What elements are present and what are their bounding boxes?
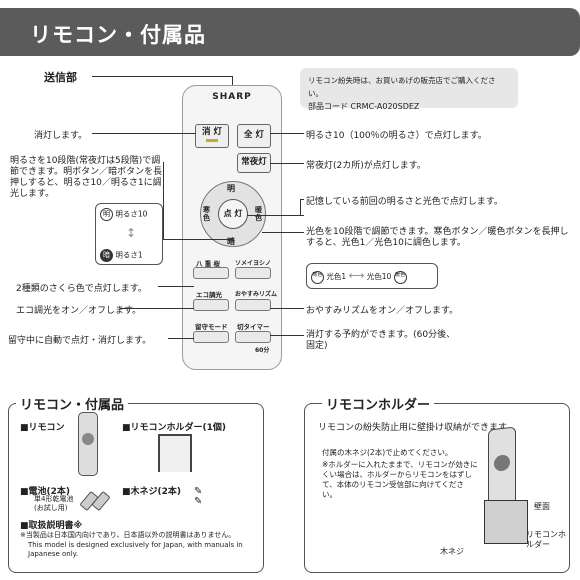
holder-section (304, 403, 570, 573)
off-timer-button[interactable] (235, 331, 271, 343)
eco-dimming-button[interactable] (193, 299, 229, 311)
callout-sakura: 2種類のさくら色で点灯します。 (16, 284, 147, 294)
warm-color-button[interactable]: 暖色 (255, 206, 262, 222)
screw-icon: ✎ (194, 496, 203, 507)
off-button[interactable]: 消 灯 (195, 124, 229, 148)
acc-screw-label: ■木ネジ(2本) (122, 487, 181, 497)
light-on-button[interactable]: 点 灯 (218, 199, 248, 229)
wall-label: 壁面 (534, 502, 550, 511)
sleep-rhythm-button[interactable] (235, 299, 271, 311)
cold-legend-text: 光色1 (326, 272, 347, 281)
acc-footnote-jp: ※当製品は日本国内向けであり、日本語以外の説明書はありません。 (20, 531, 236, 539)
holder-thumbnail-icon (158, 434, 192, 472)
bright-legend-icon: 明 (100, 208, 113, 221)
callout-memory: 記憶している前回の明るさと光色で点灯します。 (306, 197, 503, 207)
notice-line-2: 部品コード CRMC-A020SDEZ (308, 102, 420, 111)
screw-icon: ✎ (194, 486, 203, 497)
notice-line-1: リモコン紛失時は、お買いあげの販売店でご購入ください。 (308, 76, 496, 98)
holder-label: リモコンホルダー (526, 530, 566, 549)
callout-eco: エコ調光をオン／オフします。 (16, 306, 142, 316)
holder-title: リモコンホルダー (322, 394, 435, 413)
screw-label: 木ネジ (440, 547, 464, 556)
arrow-left-right-icon: ⟷ (348, 269, 365, 282)
dark-legend-text: 明るさ1 (115, 250, 143, 260)
accessories-section (8, 403, 264, 573)
acc-remote-label: ■リモコン (20, 423, 65, 433)
full-light-button[interactable]: 全 灯 (237, 124, 271, 148)
holder-note-2: ※ホルダーに入れたままで、リモコンが効きにくい場合は、ホルダーからリモコンをはず… (322, 460, 478, 499)
brand-logo: SHARP (212, 92, 252, 102)
remote-control: SHARP 消 灯 全 灯 常夜灯 明 暗 寒色 暖色 点 灯 八 重 桜 ソメ… (182, 85, 282, 370)
timer-sub-label: 60分 (255, 347, 270, 354)
callout-brightness: 明るさを10段階(常夜灯は5段階)で調節できます。明ボタン／暗ボタンを長押しする… (10, 156, 163, 199)
somei-yoshino-button[interactable] (235, 267, 271, 279)
acc-holder-label: ■リモコンホルダー(1個) (122, 423, 226, 433)
accessories-title: リモコン・付属品 (16, 394, 129, 413)
holder-illustration-icon (484, 500, 528, 544)
acc-battery-type: 単4形乾電池 (34, 495, 74, 503)
callout-off: 消灯します。 (34, 131, 88, 141)
rhythm-label: おやすみリズム (235, 291, 278, 298)
callout-full: 明るさ10（100％の明るさ）で点灯します。 (306, 131, 487, 141)
purchase-notice: リモコン紛失時は、お買いあげの販売店でご購入ください。 部品コード CRMC-A… (300, 68, 518, 111)
away-label: 留守モード (195, 323, 228, 331)
acc-battery-note: (お試し用) (34, 504, 68, 512)
cold-color-button[interactable]: 寒色 (203, 206, 210, 222)
cold-legend-icon: 寒色 (311, 270, 324, 284)
eco-label: エコ調光 (196, 291, 222, 299)
bright-legend-text: 明るさ10 (115, 209, 148, 219)
yae-sakura-button[interactable] (193, 267, 229, 279)
callout-color: 光色を10段階で調節できます。寒色ボタン／暖色ボタンを長押しすると、光色1／光色… (306, 227, 569, 248)
somei-label: ソメイヨシノ (235, 260, 272, 267)
brightness-legend: 明 明るさ10 ↕ 暗 明るさ1 (95, 203, 163, 265)
bright-button[interactable]: 明 (227, 184, 235, 193)
arrow-up-down-icon: ↕ (126, 226, 137, 240)
away-mode-button[interactable] (193, 331, 229, 343)
color-legend: 寒色 光色1 ⟷ 光色10 暖色 (306, 263, 438, 289)
dark-legend-icon: 暗 (100, 249, 113, 262)
remote-thumbnail-icon (78, 412, 98, 476)
dark-button[interactable]: 暗 (227, 237, 235, 246)
warm-legend-icon: 暖色 (393, 270, 407, 284)
holder-desc: リモコンの紛失防止用に壁掛け収納ができます。 (318, 423, 516, 433)
callout-away: 留守中に自動で点灯・消灯します。 (8, 336, 152, 346)
acc-footnote-en: This model is designed exclusively for J… (28, 541, 243, 558)
callout-rhythm: おやすみリズムをオン／オフします。 (306, 306, 459, 316)
transmitter-label: 送信部 (44, 71, 77, 84)
warm-legend-text: 光色10 (366, 272, 392, 281)
yae-label: 八 重 桜 (196, 260, 221, 268)
timer-label: 切タイマー (237, 323, 270, 331)
callout-night: 常夜灯(2カ所)が点灯します。 (306, 161, 426, 171)
callout-timer: 消灯する予約ができます。(60分後、固定) (306, 330, 456, 351)
holder-note-1: 付属の木ネジ(2本)で止めてください。 (322, 448, 453, 457)
acc-manual-label: ■取扱説明書※ (20, 521, 83, 531)
page-title: リモコン・付属品 (0, 8, 580, 56)
night-light-button[interactable]: 常夜灯 (237, 153, 271, 173)
acc-battery-label: ■電池(2本) (20, 487, 70, 497)
